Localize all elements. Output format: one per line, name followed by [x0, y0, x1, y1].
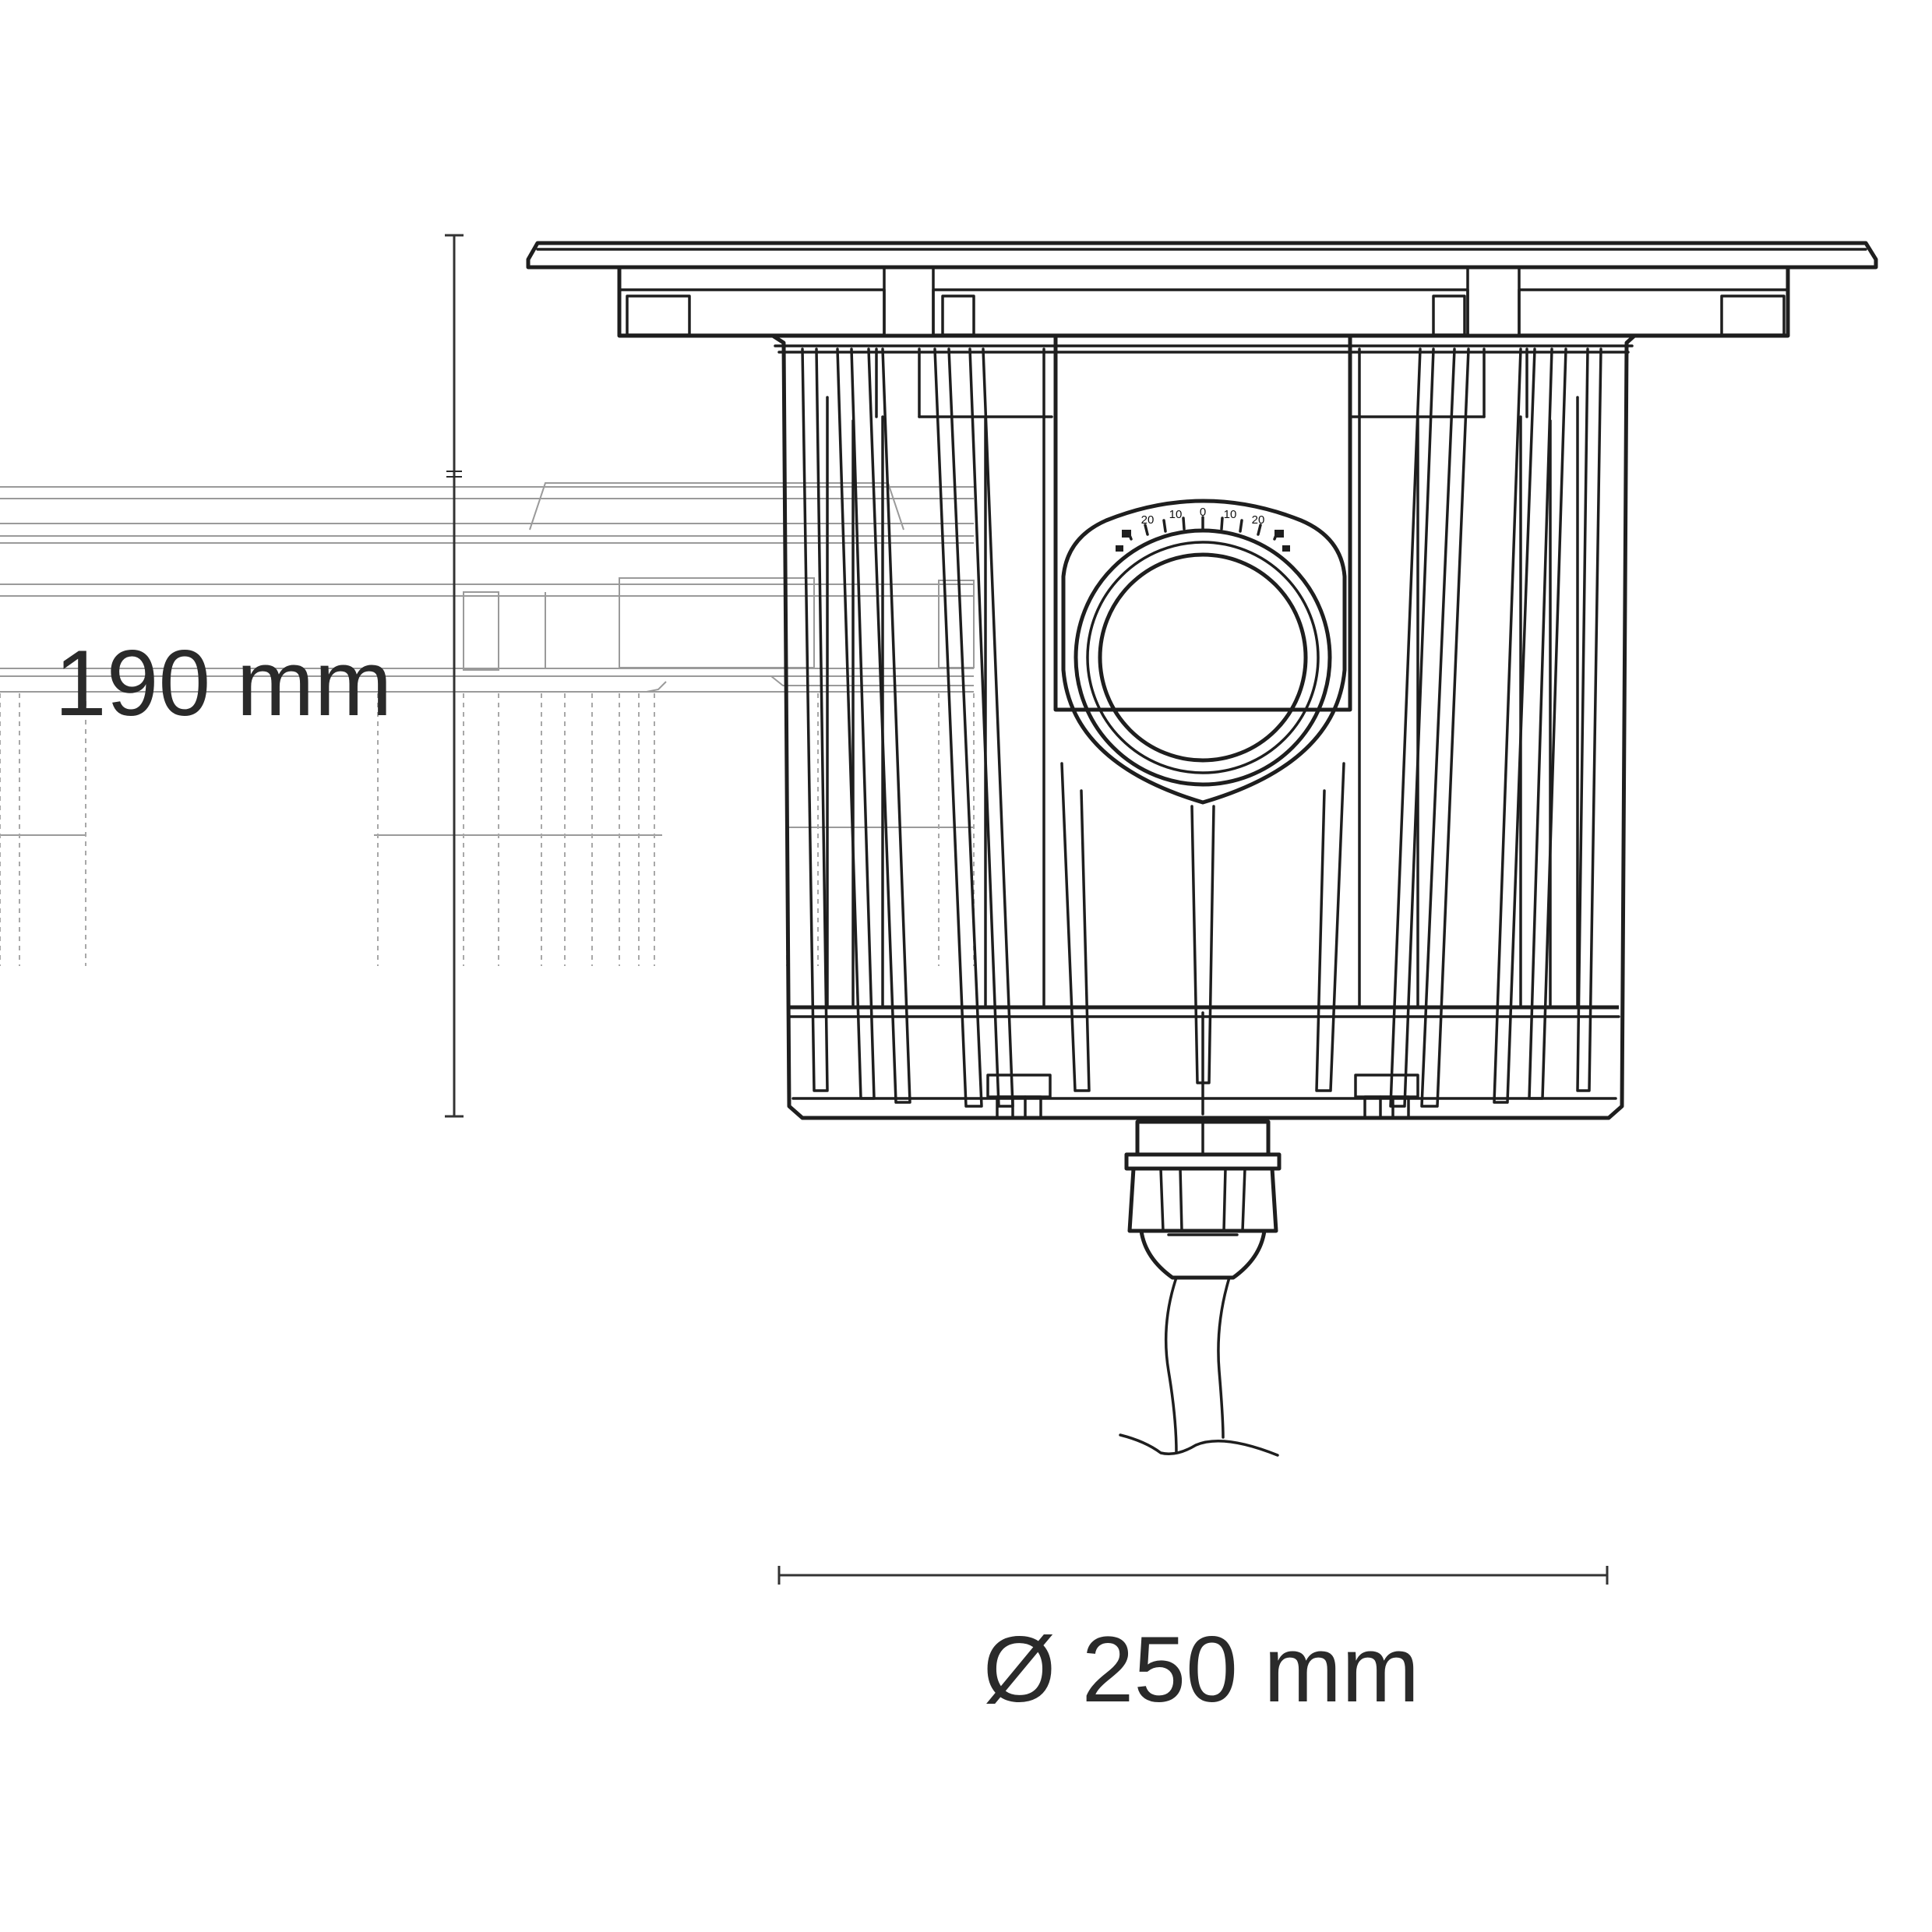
bottom-screw-right	[1354, 1074, 1419, 1119]
height-dimension-label: 190 mm	[55, 631, 392, 735]
cooling-fins-right	[1349, 334, 1602, 1108]
cooling-fins-left	[801, 334, 1057, 1108]
diameter-dimension	[777, 1566, 1609, 1585]
cable-gland	[1124, 1119, 1282, 1280]
tilt-bracket	[1053, 333, 1352, 1116]
tilt-scale-label-3: 0	[1200, 506, 1206, 519]
scale-marker-right-lower	[1282, 545, 1290, 552]
cable	[1119, 1276, 1279, 1457]
tilt-scale-label-4: 10	[1224, 508, 1237, 521]
mounting-ring	[617, 265, 1790, 338]
scale-marker-left	[1122, 530, 1131, 538]
height-dimension	[445, 234, 464, 1118]
scale-marker-right	[1274, 530, 1284, 538]
tilt-scale-ticks	[1116, 516, 1290, 552]
tilt-scale-label-1: 20	[1141, 513, 1155, 527]
scale-marker-left-lower	[1116, 545, 1123, 552]
tilt-ring	[1061, 499, 1347, 805]
bottom-screw-left	[986, 1074, 1052, 1119]
housing-body	[770, 333, 1637, 1120]
diameter-dimension-label: Ø 250 mm	[983, 1617, 1419, 1722]
tilt-scale-label-2: 10	[1169, 508, 1183, 521]
tilt-scale-label-5: 20	[1252, 513, 1265, 527]
cover-plate	[526, 241, 1878, 270]
